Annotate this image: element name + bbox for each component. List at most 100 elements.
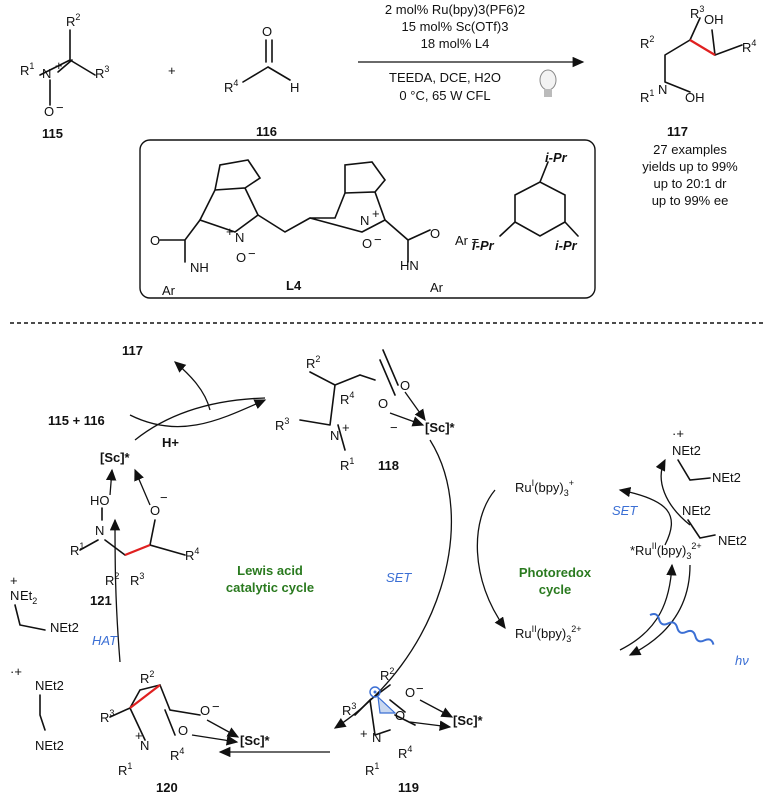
svg-text:R3: R3 bbox=[100, 708, 114, 725]
svg-text:TEEDA, DCE, H2O: TEEDA, DCE, H2O bbox=[389, 70, 501, 85]
aldehyde-116: O R4 H 116 bbox=[224, 24, 299, 139]
svg-text:N: N bbox=[95, 523, 104, 538]
svg-text:+: + bbox=[342, 420, 350, 435]
svg-text:R1: R1 bbox=[118, 761, 132, 778]
svg-text:N: N bbox=[235, 230, 244, 245]
svg-text:+: + bbox=[372, 206, 380, 221]
svg-text:NEt2: NEt2 bbox=[718, 533, 747, 548]
intermediate-118: R2 R4 O O − R3 N + R1 [Sc]* 118 bbox=[275, 349, 456, 473]
svg-text:NEt2: NEt2 bbox=[35, 738, 64, 753]
lewis-label-2: catalytic cycle bbox=[226, 580, 314, 595]
svg-text:+: + bbox=[55, 58, 63, 73]
svg-text:HN: HN bbox=[400, 258, 419, 273]
photo-left-arc bbox=[476, 489, 506, 630]
svg-text:R3: R3 bbox=[342, 701, 356, 718]
svg-text:R2: R2 bbox=[640, 34, 654, 51]
svg-text:−: − bbox=[374, 232, 382, 247]
svg-text:N: N bbox=[330, 428, 339, 443]
svg-text:R1: R1 bbox=[640, 88, 654, 105]
hat-label: HAT bbox=[92, 633, 118, 648]
svg-text:R4: R4 bbox=[340, 390, 354, 407]
svg-text:0 °C, 65 W CFL: 0 °C, 65 W CFL bbox=[399, 88, 490, 103]
svg-text:R3: R3 bbox=[130, 571, 144, 588]
hv-label: hν bbox=[735, 653, 749, 668]
svg-text:119: 119 bbox=[398, 780, 419, 795]
svg-text:R3: R3 bbox=[275, 416, 289, 433]
svg-text:O: O bbox=[378, 396, 388, 411]
svg-text:Et2: Et2 bbox=[20, 588, 37, 606]
svg-text:O: O bbox=[262, 24, 272, 39]
svg-text:N: N bbox=[10, 588, 19, 603]
svg-text:N: N bbox=[42, 66, 51, 81]
svg-text:i-Pr: i-Pr bbox=[545, 150, 568, 165]
svg-text:Ar =: Ar = bbox=[455, 233, 479, 248]
svg-text:OH: OH bbox=[685, 90, 705, 105]
svg-text:[Sc]*: [Sc]* bbox=[425, 420, 456, 435]
svg-text:·+: ·+ bbox=[10, 664, 22, 679]
svg-text:15 mol% Sc(OTf)3: 15 mol% Sc(OTf)3 bbox=[402, 19, 509, 34]
svg-text:+: + bbox=[360, 726, 368, 741]
intermediate-119: R2 R3 O − O N + R1 R4 [Sc]* 119 bbox=[342, 666, 484, 795]
svg-text:R2: R2 bbox=[380, 666, 394, 683]
svg-text:O: O bbox=[178, 723, 188, 738]
svg-text:O: O bbox=[44, 104, 54, 119]
svg-text:27 examples: 27 examples bbox=[653, 142, 727, 157]
svg-text:120: 120 bbox=[156, 780, 178, 795]
svg-text:R2: R2 bbox=[140, 669, 154, 686]
amine-teeda-left: + N Et2 NEt2 ·+ NEt2 NEt2 bbox=[10, 573, 79, 753]
svg-text:NEt2: NEt2 bbox=[35, 678, 64, 693]
ru-I: RuI(bpy)3+ bbox=[515, 478, 574, 498]
svg-text:+: + bbox=[135, 728, 143, 743]
set-left-label: SET bbox=[386, 570, 412, 585]
ru-II-star: *RuII(bpy)32+ bbox=[630, 541, 702, 561]
svg-text:i-Pr: i-Pr bbox=[472, 238, 495, 253]
svg-text:O: O bbox=[150, 233, 160, 248]
svg-text:NH: NH bbox=[190, 260, 209, 275]
radical-orbital-icon bbox=[369, 686, 381, 698]
set-right-label: SET bbox=[612, 503, 638, 518]
svg-text:118: 118 bbox=[378, 458, 399, 473]
svg-text:O: O bbox=[200, 703, 210, 718]
svg-text:+: + bbox=[226, 224, 234, 239]
svg-text:R4: R4 bbox=[185, 546, 199, 563]
svg-text:yields up to 99%: yields up to 99% bbox=[642, 159, 738, 174]
svg-text:H: H bbox=[290, 80, 299, 95]
intermediate-120: R2 R3 O − O N + R1 R4 [Sc]* 120 bbox=[100, 669, 271, 795]
svg-text:Ar: Ar bbox=[162, 283, 176, 298]
svg-text:NEt2: NEt2 bbox=[682, 503, 711, 518]
svg-text:18 mol% L4: 18 mol% L4 bbox=[421, 36, 490, 51]
plus-sign: + bbox=[168, 63, 176, 78]
conditions: 2 mol% Ru(bpy)3(PF6)2 15 mol% Sc(OTf)3 1… bbox=[358, 2, 585, 103]
svg-text:+: + bbox=[10, 573, 18, 588]
svg-text:R2: R2 bbox=[306, 354, 320, 371]
svg-text:R4: R4 bbox=[742, 38, 756, 55]
svg-text:117: 117 bbox=[667, 124, 688, 139]
svg-text:[Sc]*: [Sc]* bbox=[240, 733, 271, 748]
svg-text:−: − bbox=[416, 681, 424, 696]
svg-text:OH: OH bbox=[704, 12, 724, 27]
svg-text:R4: R4 bbox=[398, 744, 412, 761]
svg-text:121: 121 bbox=[90, 593, 112, 608]
svg-text:2 mol% Ru(bpy)3(PF6)2: 2 mol% Ru(bpy)3(PF6)2 bbox=[385, 2, 525, 17]
svg-text:R1: R1 bbox=[365, 761, 379, 778]
svg-text:O: O bbox=[236, 250, 246, 265]
svg-text:O: O bbox=[150, 503, 160, 518]
proton: H+ bbox=[162, 435, 179, 450]
svg-text:N: N bbox=[658, 82, 667, 97]
amine-teeda-right: ·+ NEt2 NEt2 NEt2 NEt2 bbox=[655, 426, 747, 548]
svg-text:−: − bbox=[248, 246, 256, 261]
svg-text:·+: ·+ bbox=[672, 426, 684, 441]
label-116: 116 bbox=[256, 124, 277, 139]
svg-text:R2: R2 bbox=[105, 571, 119, 588]
svg-text:R2: R2 bbox=[66, 12, 80, 29]
svg-text:R1: R1 bbox=[20, 61, 34, 78]
svg-text:up to 99% ee: up to 99% ee bbox=[652, 193, 729, 208]
svg-text:i-Pr: i-Pr bbox=[555, 238, 578, 253]
ligand-box: O NH Ar N + O − N + O − O HN Ar L4 Ar = … bbox=[139, 139, 596, 299]
svg-text:O: O bbox=[400, 378, 410, 393]
svg-text:[Sc]*: [Sc]* bbox=[100, 450, 131, 465]
svg-text:−: − bbox=[212, 699, 220, 714]
label-115: 115 bbox=[42, 126, 63, 141]
svg-text:N: N bbox=[140, 738, 149, 753]
svg-text:NEt2: NEt2 bbox=[50, 620, 79, 635]
